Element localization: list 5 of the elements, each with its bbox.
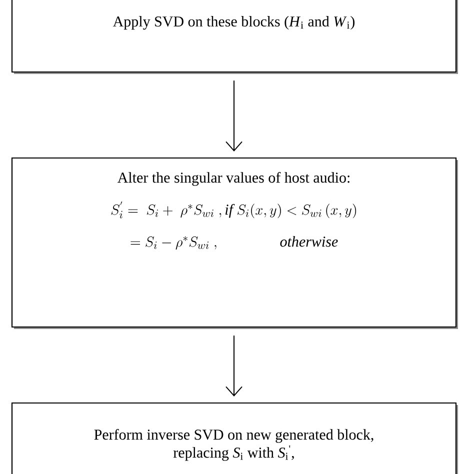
process-box: Perform inverse SVD on new generated block, replacing S$_{i}$ with S$_{i}$$^{'}$, [11, 402, 458, 474]
process-box: Apply SVD on these blocks (H$_{i}$ and W$_{i}$) [11, 0, 458, 74]
arrow [226, 335, 242, 396]
arrow [226, 80, 242, 152]
process-box: Alter the singular values of host audio: $S_i^{'} =\ S_i +\ \rho^{*} S_{wi}\ ,\mathit{if}\ S_i(x,y) < S_{wi}\,(x,y)$ $= S_i - \rho^{*} S_{wi}\ ,\qquad\qquad \mathit{otherwise}$ [11, 157, 458, 329]
